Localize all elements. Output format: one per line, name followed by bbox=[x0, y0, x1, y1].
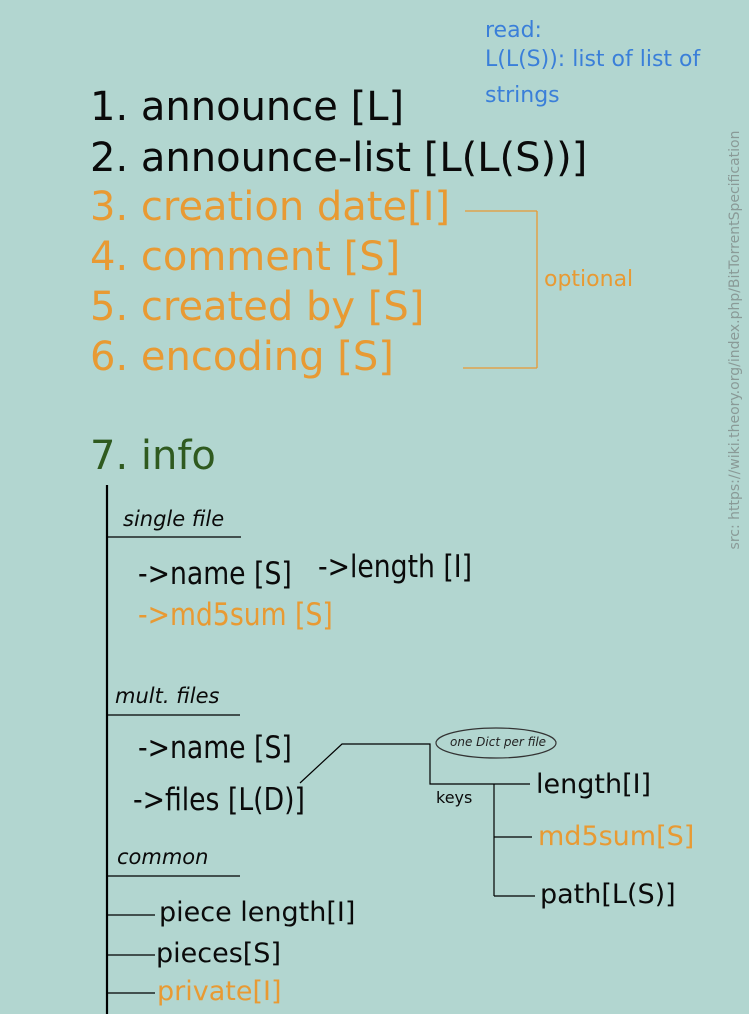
item-announce: 1. announce [L] bbox=[90, 84, 405, 130]
key-path: path[L(S)] bbox=[540, 879, 676, 910]
item-comment: 4. comment [S] bbox=[90, 234, 401, 280]
note-definition: L(L(S)): list of list of bbox=[485, 47, 701, 72]
common-piece-length: piece length[I] bbox=[159, 897, 356, 928]
single-file-md5sum: ->md5sum [S] bbox=[138, 597, 333, 633]
item-announce-list: 2. announce-list [L(L(S))] bbox=[90, 135, 588, 181]
mult-files-heading: mult. files bbox=[115, 684, 220, 708]
item-info: 7. info bbox=[90, 433, 216, 479]
files-keys-connector bbox=[299, 743, 535, 897]
note-strings: strings bbox=[485, 83, 560, 108]
item-creation-date: 3. creation date[I] bbox=[90, 184, 451, 230]
key-md5sum: md5sum[S] bbox=[538, 821, 695, 852]
keys-label: keys bbox=[436, 788, 473, 807]
key-length: length[I] bbox=[536, 769, 652, 800]
item-created-by: 5. created by [S] bbox=[90, 284, 425, 330]
single-file-name: ->name [S] bbox=[138, 556, 292, 592]
common-private: private[I] bbox=[157, 976, 282, 1007]
common-heading: common bbox=[117, 845, 209, 869]
item-encoding: 6. encoding [S] bbox=[90, 334, 394, 380]
single-file-length: ->length [I] bbox=[318, 549, 473, 585]
common-pieces: pieces[S] bbox=[156, 938, 281, 969]
mult-files-name: ->name [S] bbox=[138, 730, 292, 766]
dict-bubble-ellipse bbox=[435, 727, 557, 759]
source-credit: src: https://wiki.theory.org/index.php/B… bbox=[727, 130, 743, 550]
optional-label: optional bbox=[544, 267, 634, 292]
mult-files-files: ->files [L(D)] bbox=[133, 782, 305, 818]
single-file-heading: single file bbox=[123, 507, 225, 531]
note-read: read: bbox=[485, 18, 542, 43]
optional-bracket bbox=[463, 210, 538, 369]
dict-bubble-text: one Dict per file bbox=[450, 735, 547, 749]
